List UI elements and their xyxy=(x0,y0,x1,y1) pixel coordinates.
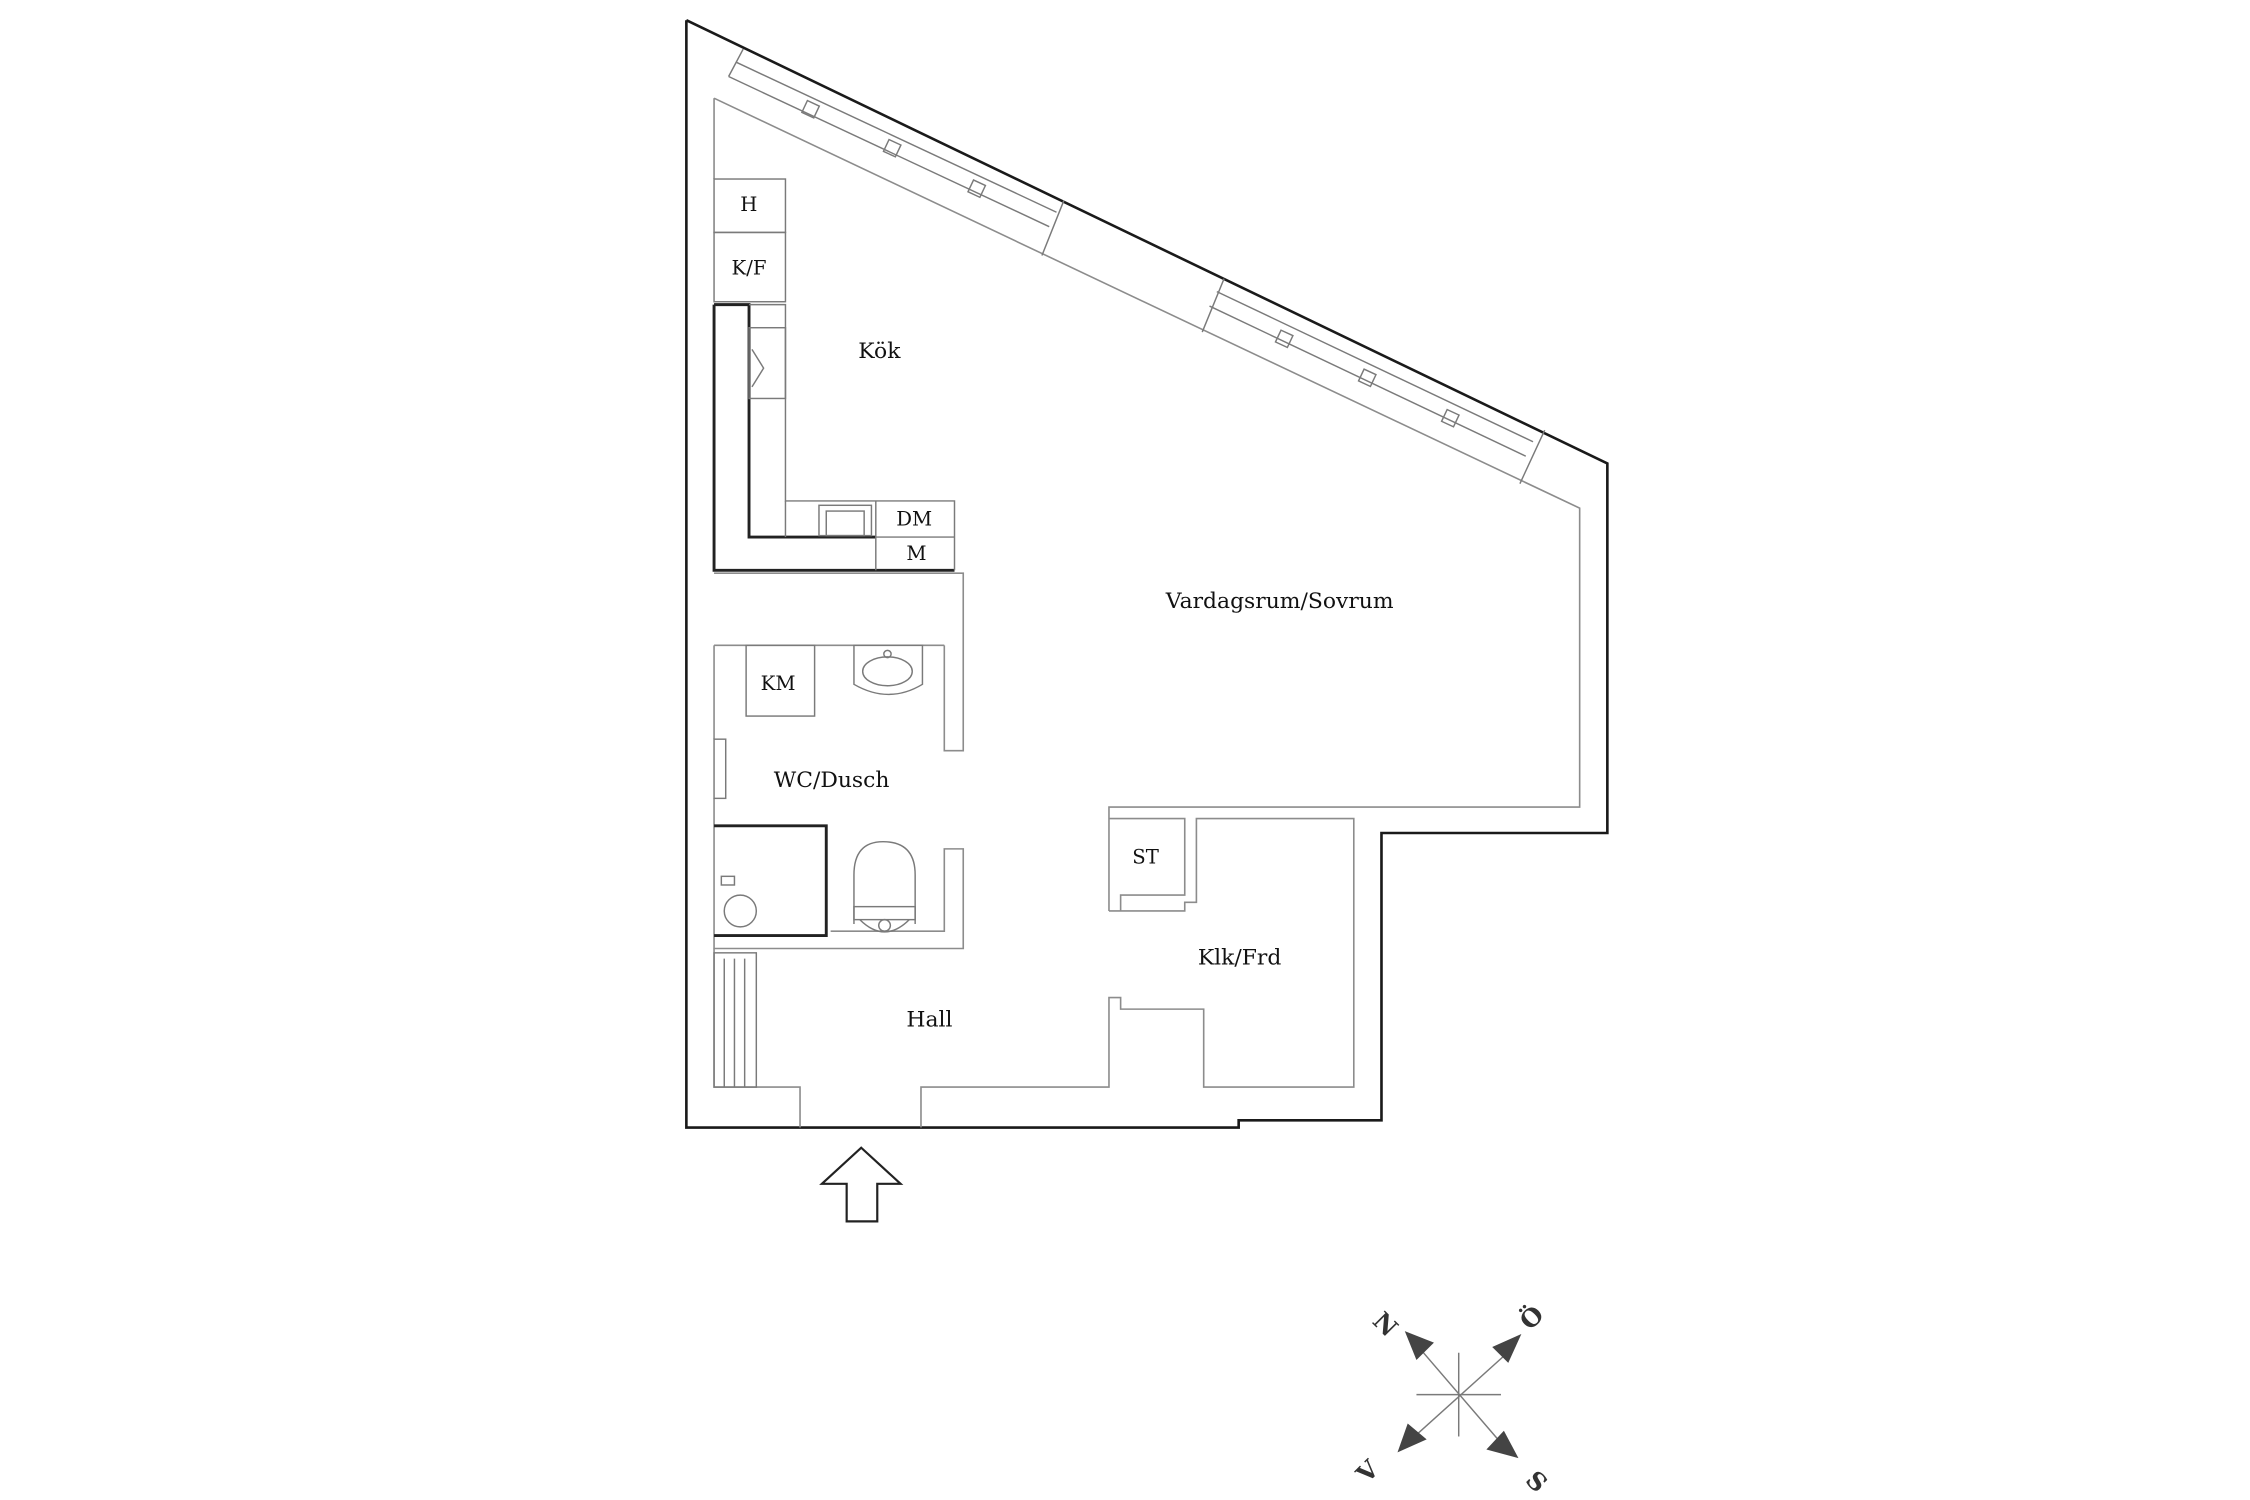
outer-walls xyxy=(685,19,1609,1129)
compass-rose-icon xyxy=(1397,1331,1522,1459)
km-box xyxy=(745,644,816,717)
sink-icon xyxy=(853,644,924,696)
shower-icon xyxy=(714,824,828,937)
fixture-label-dm: DM xyxy=(896,508,932,531)
compass-south-label: S xyxy=(1520,1465,1553,1498)
toilet-icon xyxy=(853,840,916,933)
room-label-vardagsrum: Vardagsrum/Sovrum xyxy=(1165,589,1394,614)
room-label-klk: Klk/Frd xyxy=(1198,945,1282,970)
fixture-label-kf: K/F xyxy=(732,256,767,279)
fixture-label-km: KM xyxy=(761,672,796,695)
stove-icon xyxy=(818,504,873,537)
room-label-wc: WC/Dusch xyxy=(774,768,890,793)
entrance-arrow-icon xyxy=(819,1146,904,1223)
room-label-hall: Hall xyxy=(906,1008,952,1033)
fixture-label-m: M xyxy=(906,542,926,565)
kitchen-counter xyxy=(712,178,956,572)
compass-east-label: Ö xyxy=(1514,1300,1550,1336)
hall-shelf xyxy=(713,952,758,1088)
compass-north-label: N xyxy=(1367,1306,1404,1342)
inner-walls xyxy=(713,48,1581,1128)
compass-west-label: V xyxy=(1350,1454,1386,1489)
fixture-label-st: ST xyxy=(1132,845,1159,868)
room-label-kok: Kök xyxy=(858,339,901,364)
fixture-label-h: H xyxy=(740,193,757,216)
